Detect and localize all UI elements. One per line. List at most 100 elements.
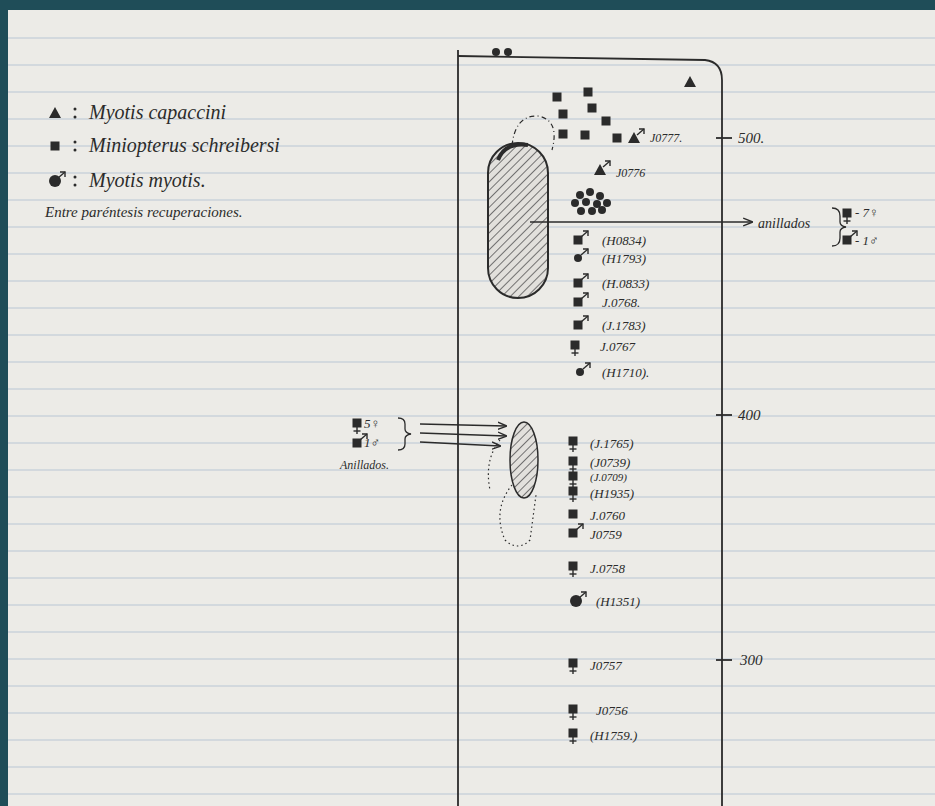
bat-symbol [569, 487, 578, 503]
bat-symbol [574, 293, 589, 307]
map-label: (H1710). [602, 366, 649, 379]
ruled-line [8, 578, 935, 579]
bat-symbol [49, 172, 65, 187]
bat-symbol [571, 199, 579, 207]
cave-wall [457, 50, 459, 806]
map-label: J0759 [590, 528, 622, 541]
scale-tick [716, 659, 732, 661]
bat-symbol [553, 93, 562, 102]
map-label: (H1935) [590, 487, 634, 500]
bat-symbol [581, 131, 590, 140]
legend-symbol [45, 168, 89, 192]
map-label: J0777. [650, 132, 682, 144]
bat-symbols [353, 48, 858, 744]
bat-symbol [569, 457, 578, 473]
notebook-paper [8, 10, 935, 806]
ruled-line [8, 65, 935, 66]
map-label: J.0758 [590, 562, 625, 575]
scale-tick [716, 137, 732, 139]
ruled-line [8, 443, 935, 444]
cave-drawing [398, 50, 846, 806]
bat-symbol [569, 562, 578, 578]
pointer-arrow [420, 424, 506, 426]
bat-symbol [602, 117, 611, 126]
legend-symbol [45, 133, 89, 157]
hatched-zone [510, 422, 538, 498]
ruled-line [8, 713, 935, 714]
ruled-line [8, 524, 935, 525]
legend-item: Myotis capaccini [45, 100, 226, 124]
bat-symbol [569, 524, 584, 538]
map-label: - 1♂ [855, 234, 879, 247]
ruled-line [8, 605, 935, 606]
ruled-line [8, 254, 935, 255]
bat-symbol [594, 161, 610, 175]
map-label: anillados [758, 217, 810, 231]
map-label: J.0768. [602, 296, 640, 309]
ruled-line [8, 335, 935, 336]
ruled-line [8, 659, 935, 660]
bat-symbol [51, 142, 60, 151]
dotted-outline [500, 485, 536, 546]
wall-edge [498, 145, 528, 160]
bat-symbol [574, 249, 588, 262]
map-label: Anillados. [340, 459, 389, 471]
bat-symbol [588, 207, 596, 215]
bat-symbol [603, 199, 611, 207]
bat-symbol [588, 104, 597, 113]
bat-symbol [492, 48, 500, 56]
map-label: J0757 [590, 659, 622, 672]
cave-wall [458, 56, 722, 806]
map-label: J.0767 [600, 340, 635, 353]
bat-symbol [586, 188, 594, 196]
pointer-arrow [530, 221, 752, 222]
bat-symbol [559, 110, 568, 119]
bat-symbol [569, 729, 578, 745]
map-label: 300 [740, 653, 763, 668]
ruled-line [8, 497, 935, 498]
legend-item: Miniopterus schreibersi [45, 133, 280, 157]
map-label: 400 [738, 408, 761, 423]
pointer-arrow [420, 442, 500, 446]
ruled-line [8, 281, 935, 282]
bat-symbol [577, 207, 585, 215]
legend-symbol [45, 100, 89, 124]
map-label: (H.0833) [602, 277, 649, 290]
ruled-line [8, 740, 935, 741]
bat-symbol [504, 48, 512, 56]
map-label: (H1759.) [590, 729, 637, 742]
scale-tick [716, 414, 732, 416]
map-label: (H1793) [602, 252, 646, 265]
bat-symbol [596, 192, 604, 200]
bat-symbol [613, 134, 622, 143]
brace [398, 418, 411, 450]
ruled-line [8, 416, 935, 417]
legend-text: Myotis capaccini [89, 101, 226, 124]
ruled-line [8, 92, 935, 93]
bat-symbol [582, 198, 590, 206]
hatched-zone [488, 143, 548, 298]
bat-symbol [569, 472, 578, 488]
bat-symbol [569, 510, 578, 519]
ruled-line [8, 767, 935, 768]
ruled-line [8, 632, 935, 633]
map-label: (H0834) [602, 234, 646, 247]
legend-text: Miniopterus schreibersi [89, 134, 280, 157]
map-label: (J.1765) [590, 437, 634, 450]
bat-symbol [570, 592, 586, 607]
legend-item: Myotis myotis. [45, 168, 206, 192]
bat-symbol [353, 419, 362, 435]
map-label: (H1351) [596, 595, 640, 608]
bat-symbol [559, 130, 568, 139]
bat-symbol [574, 274, 589, 288]
ruled-line [8, 362, 935, 363]
ruled-line [8, 200, 935, 201]
map-label: 1♂ [364, 436, 380, 449]
dotted-outline [488, 440, 500, 490]
pointer-arrow [420, 433, 506, 436]
ruled-line [8, 38, 935, 39]
map-label: (J.1783) [602, 319, 646, 332]
bat-symbol [569, 705, 578, 721]
legend-text: Myotis myotis. [89, 169, 206, 192]
map-label: 500. [738, 131, 764, 146]
